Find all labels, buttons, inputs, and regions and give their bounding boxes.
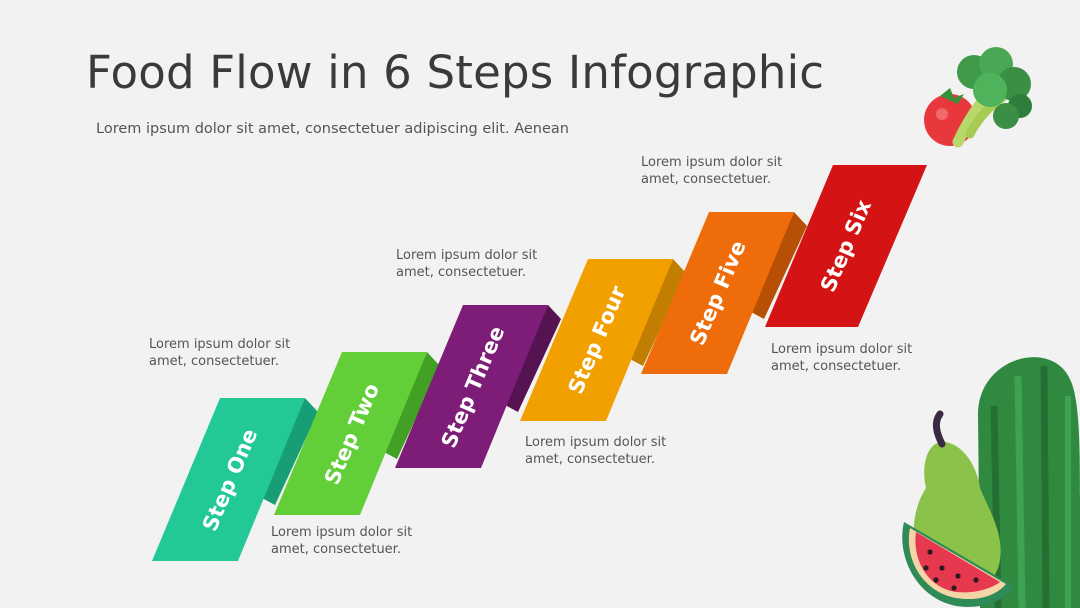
step-six-block: Step Six	[765, 165, 927, 327]
slide-subtitle: Lorem ipsum dolor sit amet, consectetuer…	[96, 121, 569, 137]
step-four-note: Lorem ipsum dolor sit amet, consectetuer…	[525, 435, 667, 467]
fruit-vegetable-illustration	[902, 357, 1080, 608]
step-one-note: Lorem ipsum dolor sit amet, consectetuer…	[149, 337, 291, 369]
step-six-note: Lorem ipsum dolor sit amet, consectetuer…	[771, 342, 913, 374]
step-three-note: Lorem ipsum dolor sit amet, consectetuer…	[396, 248, 538, 280]
step-four-block: Step Four	[520, 259, 686, 421]
step-two-note: Lorem ipsum dolor sit amet, consectetuer…	[271, 525, 413, 557]
step-one-block: Step One	[152, 398, 318, 561]
step-five-note: Lorem ipsum dolor sit amet, consectetuer…	[641, 155, 783, 187]
slide-title: Food Flow in 6 Steps Infographic	[86, 46, 825, 99]
tomato-broccoli-icon	[924, 47, 1032, 148]
step-two-block: Step Two	[274, 352, 440, 515]
step-five-block: Step Five	[641, 212, 807, 374]
